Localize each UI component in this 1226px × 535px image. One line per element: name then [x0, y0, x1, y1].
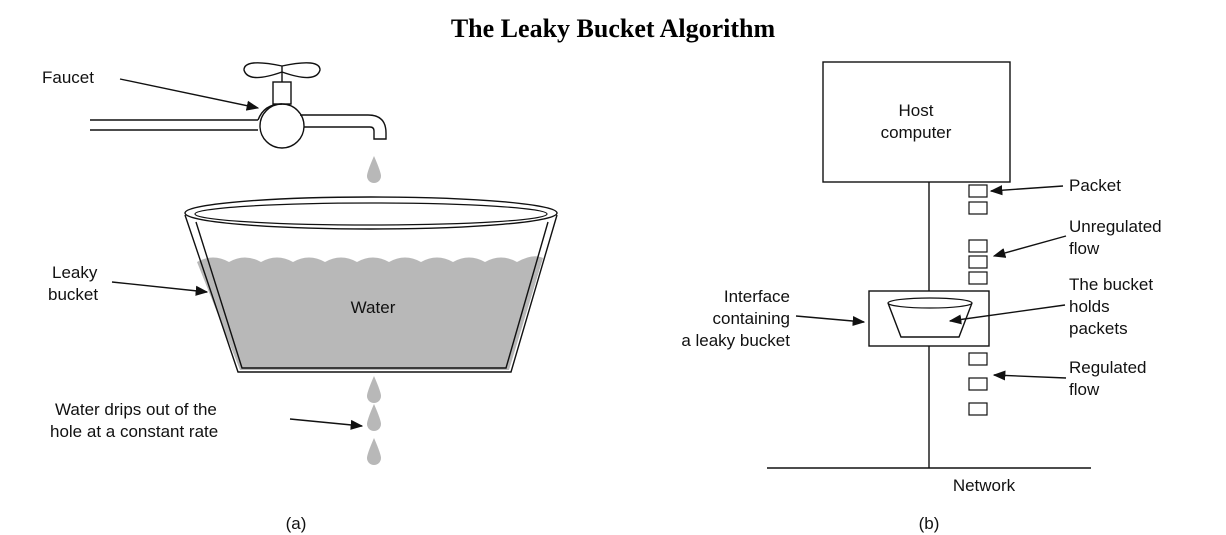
faucet-icon — [90, 62, 387, 149]
interface-arrow — [795, 315, 866, 327]
drip-label-line1: Water drips out of the — [55, 400, 217, 419]
packet-arrow — [989, 185, 1064, 196]
water-drop-icon — [367, 438, 381, 465]
packet — [968, 255, 988, 269]
bucket-holds-label-line3: packets — [1069, 319, 1128, 338]
drip-label-line2: hole at a constant rate — [50, 422, 218, 441]
unregulated-arrow — [992, 235, 1067, 258]
packet — [968, 239, 988, 253]
regulated-label-line2: flow — [1069, 380, 1100, 399]
regulated-label-line1: Regulated — [1069, 358, 1147, 377]
host-label-line2: computer — [881, 123, 952, 142]
bucket-holds-label-line1: The bucket — [1069, 275, 1153, 294]
water-label: Water — [351, 298, 396, 317]
panel-a: Water Faucet Leaky bucket Water drips ou… — [42, 62, 558, 533]
leaky-bucket-icon — [184, 196, 558, 373]
unregulated-label-line1: Unregulated — [1069, 217, 1162, 236]
unregulated-label-line2: flow — [1069, 239, 1100, 258]
water-drop-icon — [367, 404, 381, 431]
interface-label-line2: containing — [712, 309, 790, 328]
network-label: Network — [953, 476, 1016, 495]
host-computer-box — [822, 61, 1011, 183]
packet — [968, 271, 988, 285]
interface-label-line1: Interface — [724, 287, 790, 306]
packet — [968, 201, 988, 215]
faucet-label: Faucet — [42, 68, 94, 87]
panel-b: Host computer Network Packet Unregulated… — [681, 61, 1162, 533]
drip-arrow — [289, 418, 364, 430]
bucket-holds-label-line2: holds — [1069, 297, 1110, 316]
host-label-line1: Host — [899, 101, 934, 120]
packet-label: Packet — [1069, 176, 1121, 195]
water-drop-icon — [367, 156, 381, 183]
interface-label-line3: a leaky bucket — [681, 331, 790, 350]
bucket-arrow — [111, 281, 209, 296]
small-bucket-icon — [887, 297, 973, 338]
bucket-holds-arrow — [948, 304, 1066, 325]
packet — [968, 402, 988, 416]
packet — [968, 184, 988, 198]
bucket-label-line2: bucket — [48, 285, 98, 304]
diagram-title: The Leaky Bucket Algorithm — [451, 14, 776, 43]
packet — [968, 377, 988, 391]
bucket-label-line1: Leaky — [52, 263, 98, 282]
packet — [968, 352, 988, 366]
faucet-arrow — [119, 78, 260, 111]
regulated-arrow — [992, 370, 1067, 381]
panel-b-caption: (b) — [919, 514, 940, 533]
water-drop-icon — [367, 376, 381, 403]
panel-a-caption: (a) — [286, 514, 307, 533]
